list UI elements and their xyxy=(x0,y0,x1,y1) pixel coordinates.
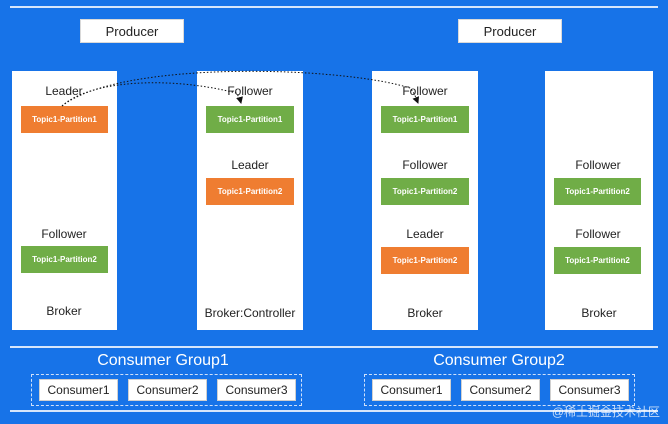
broker-1-name: Broker xyxy=(46,304,82,318)
broker-2-name: Broker:Controller xyxy=(204,306,296,320)
broker-3-role-follower-1: Follower xyxy=(402,84,448,98)
group-1-consumer-2: Consumer2 xyxy=(128,379,207,401)
group-1-consumer-3: Consumer3 xyxy=(217,379,296,401)
middle-divider xyxy=(10,346,658,348)
watermark: @稀土掘金技术社区 xyxy=(551,405,660,419)
group-2-consumer-2: Consumer2 xyxy=(461,379,540,401)
broker-4-partition2-follower-1: Topic1-Partition2 xyxy=(554,178,641,205)
consumer-group-1 xyxy=(31,374,302,406)
top-divider xyxy=(10,6,658,8)
replication-arrow-to-broker-3 xyxy=(61,70,420,107)
broker-2-role-follower: Follower xyxy=(227,84,273,98)
consumer-group-2 xyxy=(364,374,635,406)
broker-1-partition1-leader: Topic1-Partition1 xyxy=(21,106,108,133)
broker-3-partition1-follower: Topic1-Partition1 xyxy=(381,106,469,133)
group-2-consumer-1: Consumer1 xyxy=(372,379,451,401)
consumer-group-2-title: Consumer Group2 xyxy=(433,352,565,369)
broker-1-partition2-follower: Topic1-Partition2 xyxy=(21,246,108,273)
broker-2-role-leader: Leader xyxy=(231,158,269,172)
broker-2-partition1-follower: Topic1-Partition1 xyxy=(206,106,294,133)
broker-4-role-follower-2: Follower xyxy=(575,227,621,241)
broker-1: Leader Topic1-Partition1 Follower Topic1… xyxy=(12,71,117,330)
broker-4-name: Broker xyxy=(581,306,617,320)
broker-4-role-follower-1: Follower xyxy=(575,158,621,172)
broker-1-role-follower: Follower xyxy=(41,227,87,241)
broker-3-partition2-leader: Topic1-Partition2 xyxy=(381,247,469,274)
group-2-consumer-3: Consumer3 xyxy=(550,379,629,401)
broker-4: Follower Topic1-Partition2 Follower Topi… xyxy=(545,71,653,330)
replication-arrow-to-broker-2 xyxy=(61,82,243,107)
group-1-consumer-1: Consumer1 xyxy=(39,379,118,401)
bottom-divider xyxy=(10,410,658,412)
broker-1-role-leader: Leader xyxy=(45,84,83,98)
broker-3-role-leader: Leader xyxy=(406,227,444,241)
consumer-group-1-title: Consumer Group1 xyxy=(97,352,229,369)
broker-2-partition2-leader: Topic1-Partition2 xyxy=(206,178,294,205)
producer-box-left: Producer xyxy=(80,19,184,43)
producer-box-right: Producer xyxy=(458,19,562,43)
broker-3-partition2-follower: Topic1-Partition2 xyxy=(381,178,469,205)
broker-3-role-follower-2: Follower xyxy=(402,158,448,172)
broker-3: Follower Topic1-Partition1 Follower Topi… xyxy=(372,71,478,330)
broker-4-partition2-follower-2: Topic1-Partition2 xyxy=(554,247,641,274)
broker-2-controller: Follower Topic1-Partition1 Leader Topic1… xyxy=(197,71,303,330)
broker-3-name: Broker xyxy=(407,306,443,320)
